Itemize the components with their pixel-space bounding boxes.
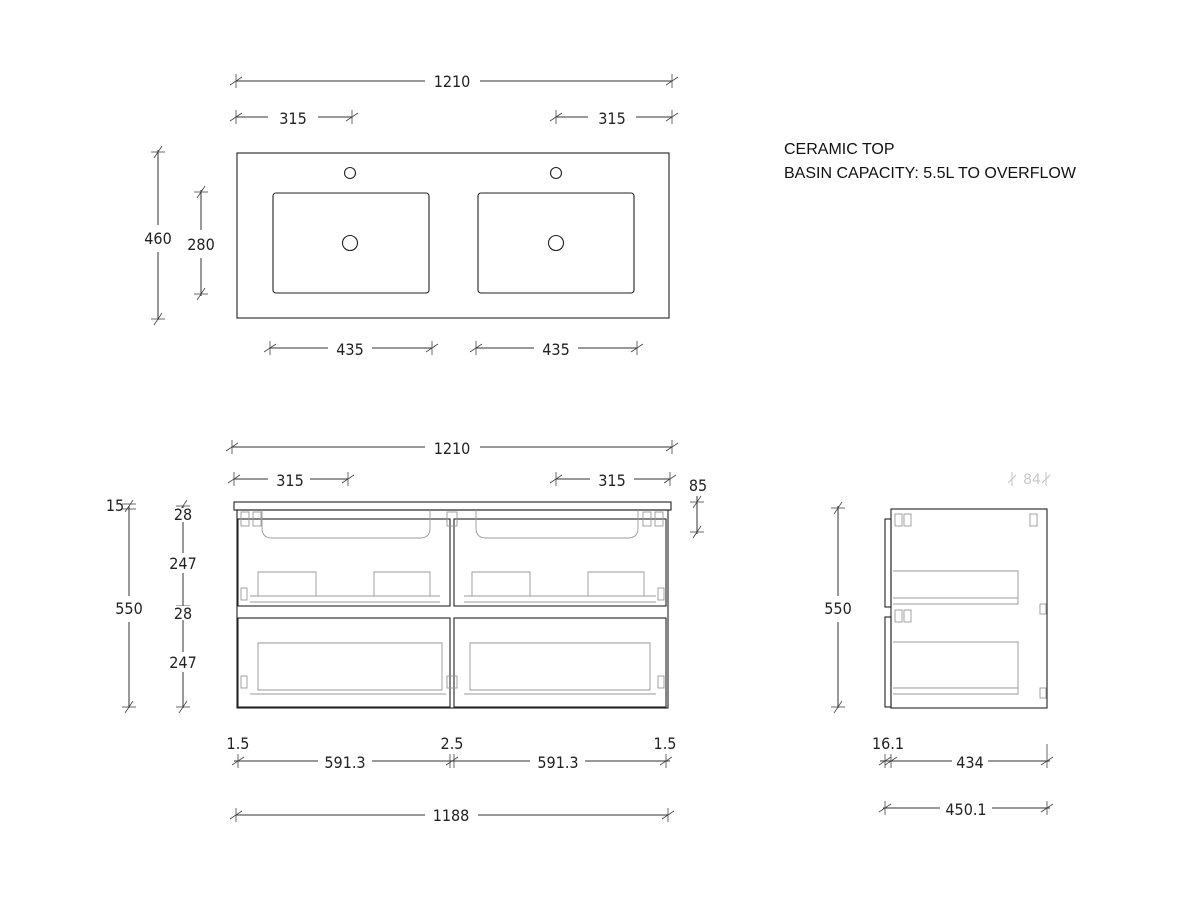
- dim-label: 1.5: [654, 734, 677, 753]
- front-cabinet: [233, 501, 672, 709]
- left-siphon-box: [257, 571, 431, 597]
- dim-top-left-basin: 435: [263, 340, 439, 359]
- dim-label: 1188: [433, 806, 470, 825]
- dim-label: 280: [187, 235, 214, 254]
- drawer-front-top-left: [237, 518, 451, 607]
- side-cabinet-body: [890, 508, 1048, 709]
- side-upper-drawer-box: [893, 570, 1019, 605]
- dim-front-left-tap: 315: [227, 471, 355, 490]
- drawer-front-bottom-left: [237, 617, 451, 708]
- front-view: 1210 315 315 85: [106, 439, 707, 825]
- dim-side-depths: 16.1 434: [872, 734, 1054, 772]
- dim-label: 435: [542, 340, 569, 359]
- dim-label: 1210: [434, 439, 471, 458]
- dim-side-height: 550: [824, 501, 852, 714]
- dim-label: 28: [174, 604, 192, 623]
- left-tap-hole: [343, 166, 357, 180]
- dim-top-left-tap: 315: [229, 109, 359, 128]
- dim-front-top-thickness: 85: [689, 476, 707, 539]
- dim-top-basin-depth: 280: [187, 185, 215, 301]
- dim-label: 450.1: [945, 800, 986, 819]
- notes: CERAMIC TOP BASIN CAPACITY: 5.5L TO OVER…: [784, 141, 1077, 182]
- side-cabinet: [884, 508, 1048, 709]
- dim-label: 1.5: [227, 734, 250, 753]
- dim-label: 85: [689, 476, 707, 495]
- dim-front-gaps: 1.5 2.5 1.5: [227, 734, 677, 753]
- side-drawer-front-lower: [884, 616, 892, 708]
- front-top-slab: [233, 501, 672, 511]
- dim-label: 247: [169, 653, 196, 672]
- dim-label: 591.3: [537, 753, 578, 772]
- dim-label: 591.3: [324, 753, 365, 772]
- dim-label: 315: [279, 109, 306, 128]
- dim-front-right-tap: 315: [549, 471, 677, 490]
- dim-label: 550: [115, 599, 142, 618]
- dim-label: 16.1: [872, 734, 904, 753]
- dim-top-overall-width: 1210: [229, 72, 679, 91]
- left-basin: [272, 192, 430, 294]
- right-basin: [477, 192, 635, 294]
- dim-front-drawer-stack: 28 247 28 247: [166, 499, 202, 714]
- dim-front-cabinet-width: 1188: [229, 806, 675, 825]
- side-view: 84 550: [824, 472, 1054, 819]
- top-view: 1210 315 315: [144, 72, 679, 359]
- drawer-front-bottom-right: [453, 617, 667, 708]
- dim-label: 315: [598, 109, 625, 128]
- dim-front-height: 550: [115, 506, 143, 714]
- dim-side-faint: 84: [1007, 472, 1051, 488]
- front-cabinet-body: [236, 509, 669, 709]
- dim-label: 435: [336, 340, 363, 359]
- dim-label: 247: [169, 554, 196, 573]
- dim-side-overall-depth: 450.1: [878, 800, 1054, 819]
- dim-top-right-tap: 315: [549, 109, 679, 128]
- dim-top-right-basin: 435: [469, 340, 644, 359]
- drawer-front-top-right: [453, 518, 667, 607]
- dim-front-overall-width: 1210: [225, 439, 679, 458]
- dim-top-depth: 460: [144, 145, 172, 326]
- dim-label: 460: [144, 229, 171, 248]
- dim-label: 434: [956, 753, 983, 772]
- right-lower-drawer-box: [469, 642, 651, 691]
- dim-front-top-overhang: 15: [106, 496, 136, 515]
- dim-label: 84: [1023, 472, 1041, 488]
- dim-label: 315: [276, 471, 303, 490]
- right-tap-hole: [549, 166, 563, 180]
- left-waste-hole: [341, 234, 359, 252]
- dim-label: 315: [598, 471, 625, 490]
- side-lower-drawer-box: [893, 641, 1019, 695]
- left-lower-drawer-box: [257, 642, 443, 691]
- right-basin-hidden: [475, 510, 639, 539]
- note-ceramic-top: CERAMIC TOP: [784, 141, 895, 158]
- right-siphon-box: [471, 571, 645, 597]
- dim-label: 1210: [434, 72, 471, 91]
- dim-label: 2.5: [441, 734, 464, 753]
- dim-label: 550: [824, 599, 851, 618]
- note-basin-capacity: BASIN CAPACITY: 5.5L TO OVERFLOW: [784, 165, 1077, 182]
- side-drawer-front-upper: [884, 518, 892, 608]
- dim-front-drawer-widths: 591.3 591.3: [231, 753, 673, 772]
- left-basin-hidden: [261, 510, 431, 539]
- ceramic-top-outline: [236, 152, 670, 319]
- dim-label: 15: [106, 496, 124, 515]
- right-waste-hole: [547, 234, 565, 252]
- dim-label: 28: [174, 505, 192, 524]
